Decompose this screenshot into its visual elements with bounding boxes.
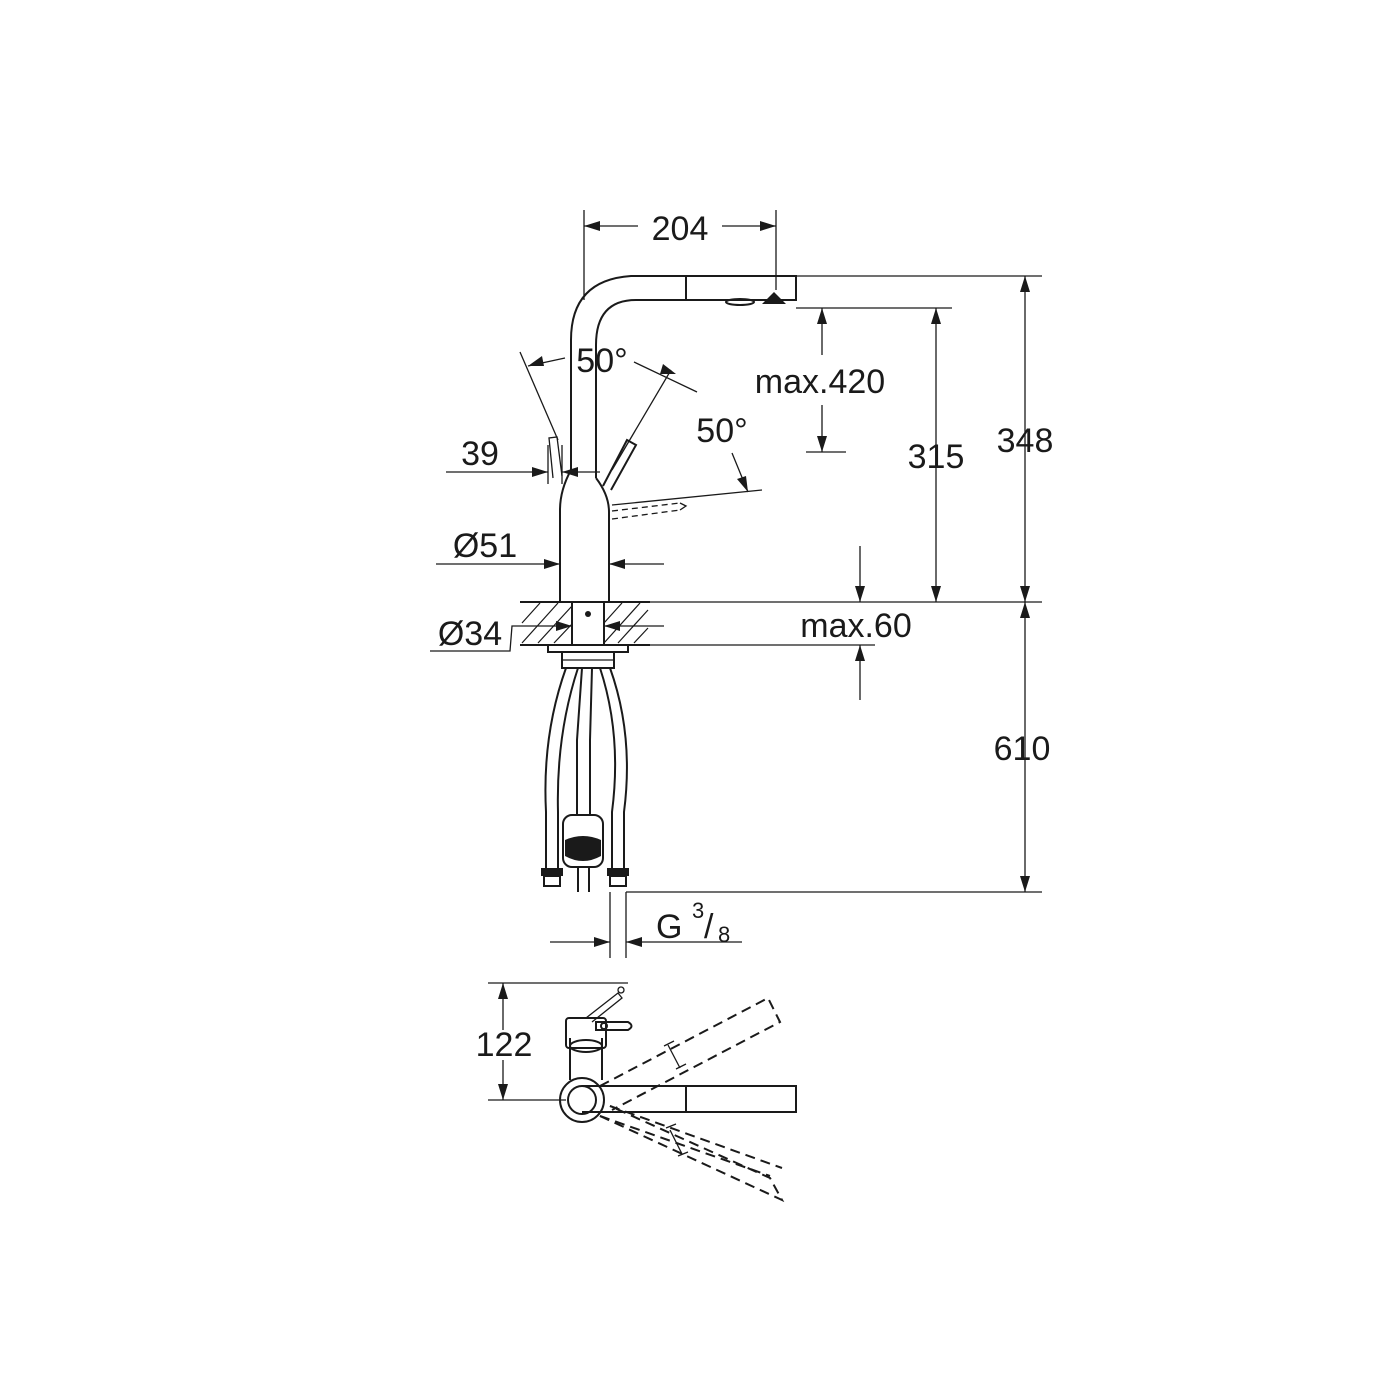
label-angle-top: 50° <box>576 342 627 380</box>
label-top-view-depth: 122 <box>476 1026 533 1064</box>
label-thread-slash: / <box>704 908 714 946</box>
label-thread-letter: G <box>656 908 682 946</box>
label-lever-offset: 39 <box>461 435 499 473</box>
label-max-pullout: max.420 <box>755 363 885 401</box>
label-body-diameter: Ø51 <box>453 527 517 565</box>
label-hole-diameter: Ø34 <box>438 615 502 653</box>
label-total-height: 348 <box>997 422 1054 460</box>
label-thread-denominator: 8 <box>718 922 730 947</box>
supply-hoses <box>541 667 629 892</box>
dimension-labels: 204 348 315 max.420 50° 50° 39 Ø51 Ø34 m… <box>438 210 1054 1064</box>
faucet-side-view <box>548 275 797 602</box>
label-max-deck-thickness: max.60 <box>800 607 912 645</box>
label-spout-reach: 204 <box>652 210 709 248</box>
label-spout-height: 315 <box>908 438 965 476</box>
worktop-section <box>520 601 650 669</box>
label-angle-side: 50° <box>696 412 747 450</box>
dimension-lines <box>430 210 1042 958</box>
label-hose-length: 610 <box>994 730 1051 768</box>
label-thread-numerator: 3 <box>692 898 704 923</box>
faucet-top-view <box>488 982 797 1203</box>
